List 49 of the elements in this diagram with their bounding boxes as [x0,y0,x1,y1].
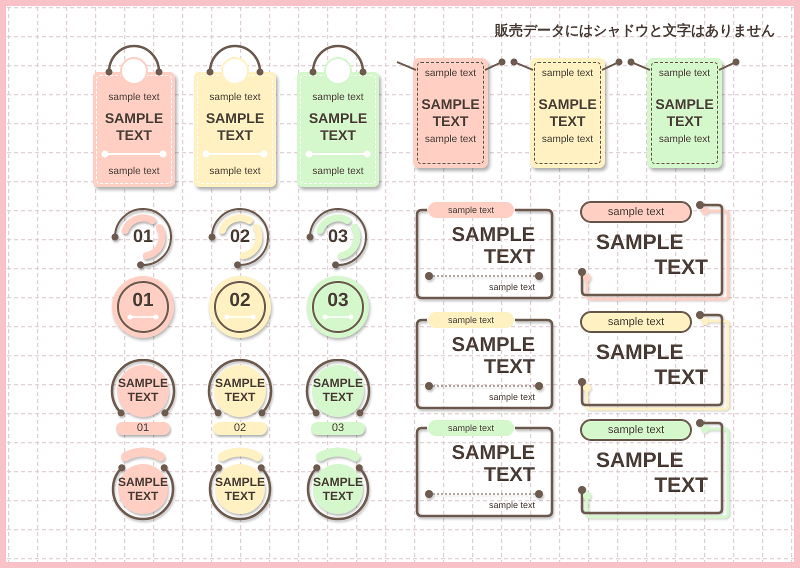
title-tab: sample text [428,202,514,218]
step-number: 03 [327,290,349,311]
card-caption: sample text [542,134,594,146]
title-tab: sample text [580,311,692,333]
frame-title: SAMPLE TEXT [452,334,535,378]
card-caption: sample text [424,134,476,146]
card-title: SAMPLE TEXT [538,96,597,130]
frame-title: SAMPLE TEXT [596,230,708,280]
card-subtitle: sample text [542,68,594,80]
number-bar [311,422,365,435]
title-tab: sample text [428,420,514,436]
step-number: 01 [132,226,154,246]
circle-title: SAMPLE TEXT [313,475,363,503]
bar-number: 01 [136,422,150,435]
tag-title: SAMPLE TEXT [206,110,264,144]
card-caption: sample text [658,134,710,146]
bar-number: 02 [234,422,246,435]
step-number: 01 [132,290,154,311]
tag-caption: sample text [108,166,160,178]
frame-caption: sample text [488,499,535,511]
title-tab: sample text [580,419,692,441]
tag-title: SAMPLE TEXT [104,110,164,144]
frame-title: SAMPLE TEXT [596,448,708,498]
title-tab: sample text [428,312,514,328]
frame-title: SAMPLE TEXT [596,340,708,390]
card-subtitle: sample text [658,68,710,80]
card-subtitle: sample text [424,68,476,80]
step-number: 02 [229,290,251,311]
tag-title: SAMPLE TEXT [308,110,368,144]
card-title: SAMPLE TEXT [655,96,714,130]
note-text: 販売データにはシャドウと文字はありません [495,22,775,40]
number-bar [213,422,267,435]
title-tab: sample text [580,201,692,223]
bar-number: 03 [332,422,344,435]
circle-title: SAMPLE TEXT [215,475,265,503]
tag-subtitle: sample text [312,92,364,104]
frame-caption: sample text [488,391,535,403]
circle-title: SAMPLE TEXT [118,475,168,503]
tag-subtitle: sample text [108,92,160,104]
frame-title: SAMPLE TEXT [452,224,535,268]
card-title: SAMPLE TEXT [421,96,480,130]
frame-caption: sample text [488,281,535,293]
step-number: 02 [230,226,250,246]
tag-subtitle: sample text [209,92,261,104]
frame-title: SAMPLE TEXT [452,442,535,486]
tag-caption: sample text [312,166,364,178]
tag-caption: sample text [209,166,261,178]
step-number: 03 [328,226,348,246]
number-bar [116,422,170,435]
